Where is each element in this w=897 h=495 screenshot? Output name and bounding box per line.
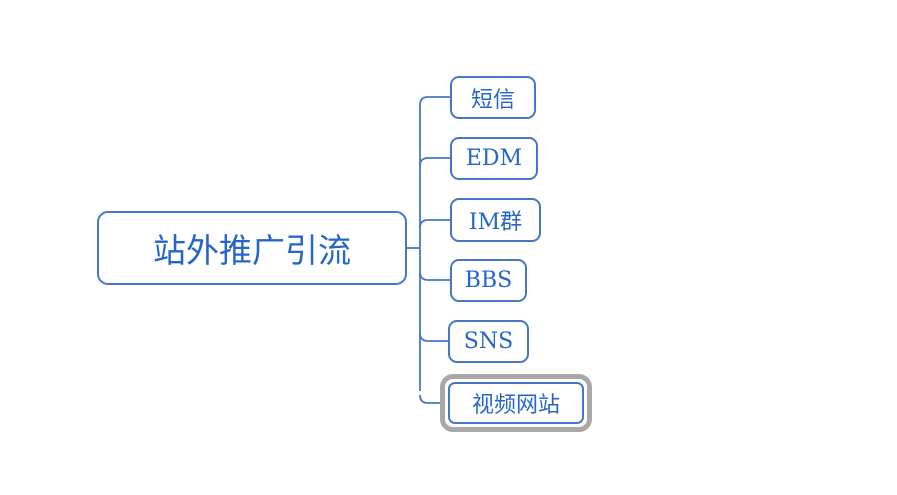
topic-label: EDM	[465, 146, 523, 171]
topic-label: SNS	[463, 329, 514, 354]
mindmap-topic-edm[interactable]: EDM	[450, 137, 538, 180]
selection-highlight-border: 视频网站	[440, 374, 592, 432]
branch-sns	[419, 332, 448, 342]
topic-label: BBS	[464, 268, 513, 293]
mindmap-topic-sns[interactable]: SNS	[448, 320, 529, 363]
mindmap-root-node[interactable]: 站外推广引流	[97, 211, 407, 285]
mindmap-topic-bbs[interactable]: BBS	[450, 259, 527, 302]
mindmap-topic-sms[interactable]: 短信	[450, 76, 536, 119]
mindmap-topic-video-sites[interactable]: 视频网站	[448, 382, 584, 424]
mindmap-topic-im-group[interactable]: IM群	[450, 198, 541, 242]
branch-bbs	[419, 271, 450, 281]
root-node-label: 站外推广引流	[153, 231, 351, 270]
branch-edm	[419, 157, 450, 167]
topic-label: IM群	[468, 210, 523, 235]
topic-label: 视频网站	[471, 393, 560, 418]
topic-label: 短信	[470, 87, 515, 113]
branch-sms	[419, 96, 450, 106]
branch-video	[419, 394, 440, 404]
branch-im	[419, 219, 450, 229]
